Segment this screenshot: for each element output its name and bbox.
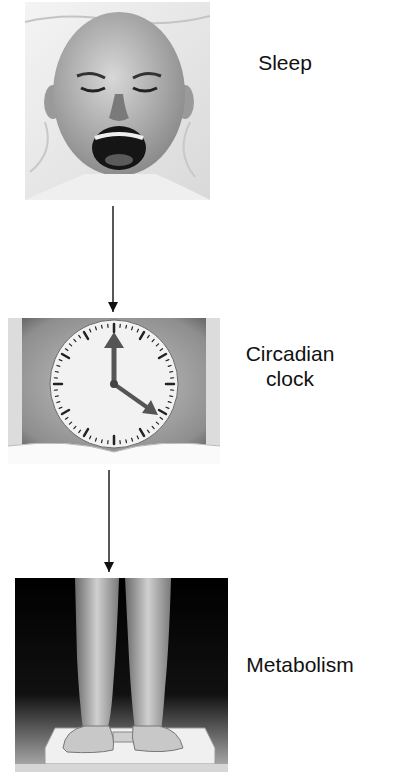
image-panel: Sleep [25, 2, 210, 200]
panel-label: Sleep [230, 50, 340, 75]
clock-photo [8, 318, 220, 464]
image-panel: Circadian clock [8, 318, 220, 464]
panel-label: Metabolism [230, 652, 370, 677]
sleep-photo [25, 2, 210, 200]
scale-photo [15, 578, 228, 772]
flow-arrow [112, 206, 113, 312]
panel-label: Circadian clock [230, 341, 350, 391]
image-panel: Metabolism [15, 578, 228, 772]
flow-arrow [108, 470, 109, 572]
